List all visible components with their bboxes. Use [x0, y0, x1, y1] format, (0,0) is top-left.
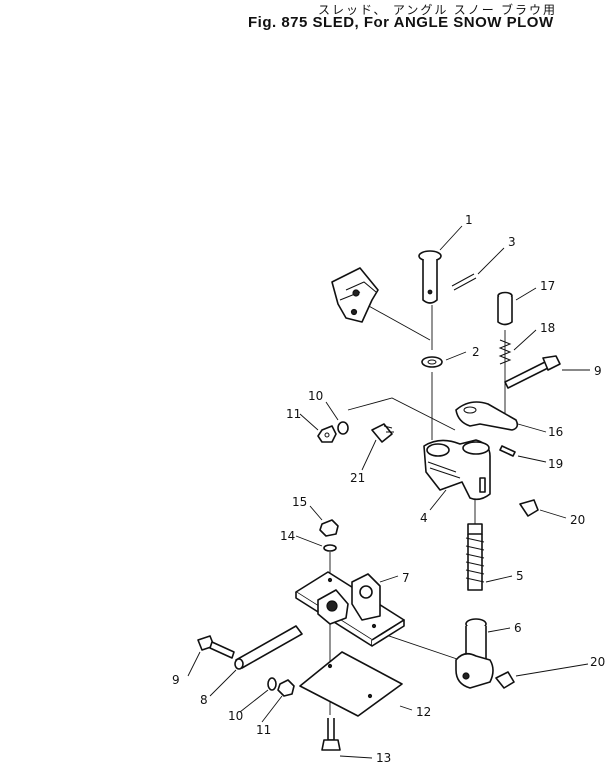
callout-18: 18 [540, 321, 555, 335]
part-10-washer-lower [267, 677, 277, 691]
callout-21: 21 [350, 471, 365, 485]
part-2-washer [421, 356, 443, 368]
part-3-cotter-pin [451, 273, 477, 291]
callout-leaders [187, 225, 590, 759]
callout-7: 7 [402, 571, 410, 585]
callout-4: 4 [420, 511, 428, 525]
callout-19: 19 [548, 457, 563, 471]
part-21-grease-fitting [371, 423, 394, 443]
part-9-bolt-lower [197, 635, 235, 659]
callout-10a: 10 [308, 389, 323, 403]
part-16-lever [455, 401, 519, 431]
part-20-fitting-upper [519, 499, 539, 517]
part-14-washer [323, 544, 337, 552]
callout-6: 6 [514, 621, 522, 635]
part-19-pin [499, 445, 516, 457]
figure-title: Fig. 875 SLED, For ANGLE SNOW PLOW [248, 14, 554, 31]
callout-1: 1 [465, 213, 473, 227]
callout-5: 5 [516, 569, 524, 583]
part-9-bolt-upper [504, 355, 561, 389]
part-8-pin [234, 625, 303, 670]
callout-11b: 11 [256, 723, 271, 737]
part-13-bolt [321, 718, 341, 751]
bracket-top [331, 267, 379, 323]
callout-12: 12 [416, 705, 431, 719]
callout-2: 2 [472, 345, 480, 359]
callout-20a: 20 [570, 513, 585, 527]
part-20-fitting-lower [495, 671, 515, 689]
callout-11a: 11 [286, 407, 301, 421]
part-11-nut-lower [277, 679, 295, 697]
callout-16: 16 [548, 425, 563, 439]
callout-20b: 20 [590, 655, 605, 669]
callout-15: 15 [292, 495, 307, 509]
callout-13: 13 [376, 751, 391, 764]
part-6-yoke [455, 618, 494, 689]
part-5-screw [465, 523, 485, 591]
callout-14: 14 [280, 529, 295, 543]
callout-9a: 9 [594, 364, 602, 378]
title-japanese: スレッド、 アングル スノー ブラウ用 [318, 3, 558, 17]
part-15-nut [319, 519, 339, 537]
callout-17: 17 [540, 279, 555, 293]
callout-10b: 10 [228, 709, 243, 723]
part-1-pin [418, 250, 442, 304]
callout-9b: 9 [172, 673, 180, 687]
part-10-washer-upper [337, 421, 349, 435]
part-17-plunger [497, 291, 513, 326]
callout-3: 3 [508, 235, 516, 249]
part-7-plate [295, 571, 405, 647]
callout-labels: 1 3 2 17 18 9 16 19 20 4 21 10 11 15 14 … [172, 213, 605, 764]
part-18-spring [498, 339, 512, 365]
callout-8: 8 [200, 693, 208, 707]
part-11-nut-upper [317, 425, 337, 443]
part-12-plate [299, 651, 403, 717]
part-4-body [423, 439, 491, 501]
